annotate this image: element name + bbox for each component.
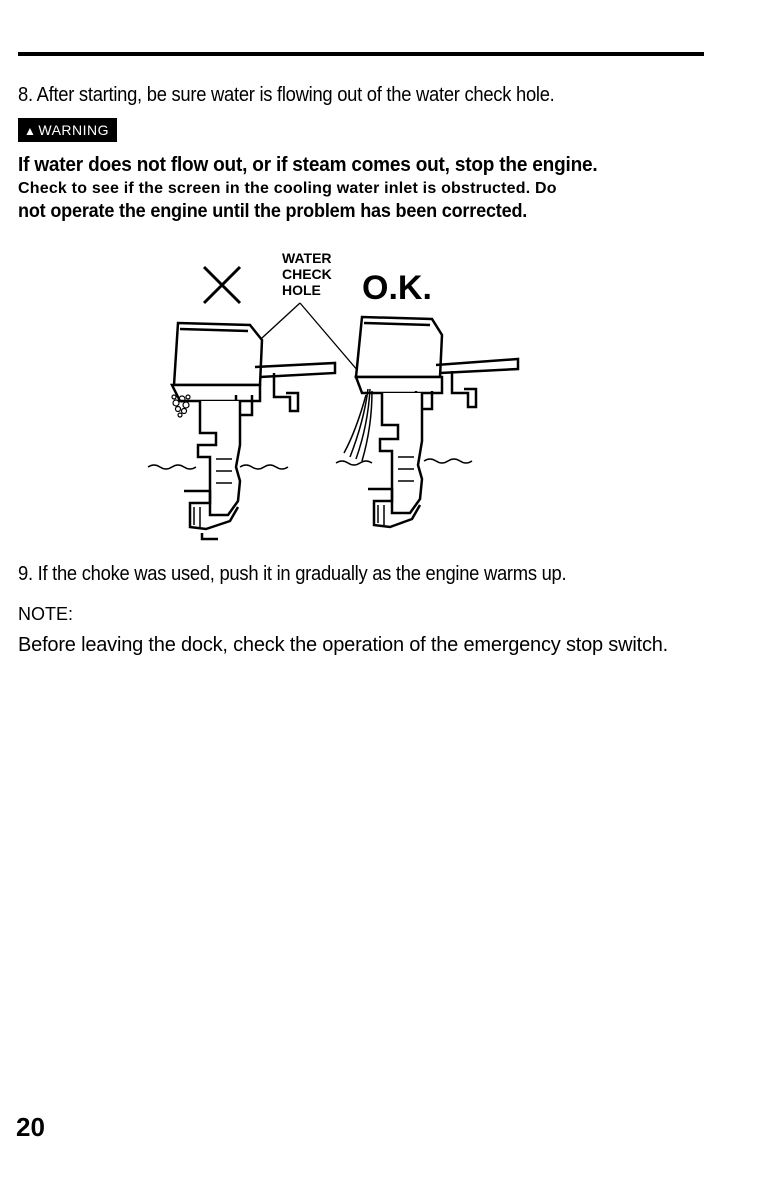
- ok-label: O.K.: [362, 269, 432, 307]
- callout-label: WATER: [282, 250, 332, 266]
- water-stream-icon: [343, 388, 373, 462]
- outboard-motor-left: [169, 321, 337, 541]
- warning-badge-label: WARNING: [38, 122, 110, 138]
- warning-triangle-icon: ▲: [24, 124, 37, 138]
- top-rule: [18, 52, 704, 56]
- warning-badge: ▲WARNING: [18, 118, 118, 142]
- warning-line: Check to see if the screen in the coolin…: [18, 180, 557, 197]
- note-label: NOTE:: [18, 604, 74, 624]
- x-mark-icon: [202, 265, 242, 305]
- callout-label: CHECK: [282, 266, 332, 282]
- step-9-text: 9. If the choke was used, push it in gra…: [18, 563, 567, 585]
- note-text: Before leaving the dock, check the opera…: [18, 634, 669, 656]
- outboard-water-check-illustration: WATER CHECK HOLE O.K.: [147, 250, 520, 541]
- step-8-text: 8. After starting, be sure water is flow…: [18, 84, 555, 106]
- steam-puff-icon: [171, 394, 191, 418]
- warning-line: not operate the engine until the problem…: [18, 201, 528, 222]
- warning-line: If water does not flow out, or if steam …: [18, 154, 598, 176]
- water-surface-waves: [147, 458, 473, 470]
- callout-label: HOLE: [282, 282, 321, 298]
- warning-text: If water does not flow out, or if steam …: [18, 152, 708, 224]
- outboard-motor-right: [354, 315, 520, 529]
- page-number: 20: [16, 1112, 45, 1142]
